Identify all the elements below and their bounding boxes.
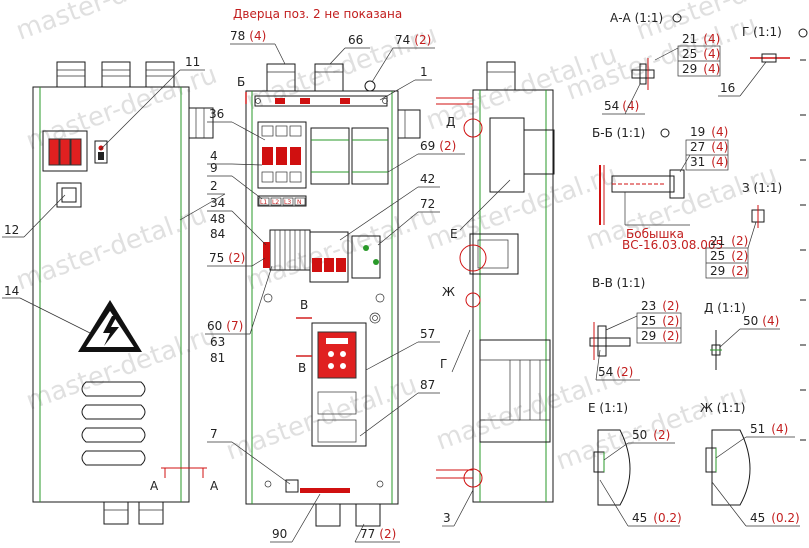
section-vv: В-В (1:1) 23(2) 25(2) 29(2) 54(2) (589, 276, 682, 381)
callout-78: 78(4) (230, 29, 266, 43)
zh-item: 51(4) (750, 422, 788, 436)
callout-87: 87 (420, 378, 435, 392)
callout-84: 84 (210, 227, 225, 241)
callout-63: 63 (210, 335, 225, 349)
callout-2: 2 (210, 179, 218, 193)
breaker-label: N (297, 199, 302, 206)
boss-code: ВС-16.03.08.005 (622, 238, 723, 252)
breaker-label: L1 (260, 199, 267, 206)
callout-81: 81 (210, 351, 225, 365)
callout-72: 72 (420, 197, 435, 211)
bb-row: 31(4) (690, 155, 728, 169)
section-title: В-В (1:1) (592, 276, 645, 290)
vv-extra: 54(2) (598, 365, 633, 379)
interior-view: L1 L2 L3 N В В (179, 29, 465, 543)
breaker-label: L2 (272, 199, 279, 206)
callout-7: 7 (210, 427, 218, 441)
vv-row: 29(2) (641, 329, 679, 343)
callout-66: 66 (348, 33, 363, 47)
z-row: 25(2) (710, 249, 748, 263)
callout-74: 74(2) (395, 33, 431, 47)
callout-36: 36 (209, 107, 224, 121)
cable-gland (56, 61, 175, 88)
section-zh: Ж (1:1) 51(4) 45(0.2) (700, 401, 800, 527)
section-z: З (1:1) 21(2) 25(2) 29(2) (705, 181, 782, 279)
section-bb: Б-Б (1:1) 19(4) 27(4) 31(4) Бобышка ВС-1… (592, 125, 729, 252)
callout-34: 34 (210, 196, 225, 210)
bb-row: 27(4) (690, 140, 728, 154)
border-marks (800, 59, 806, 441)
section-g: Г (1:1) 16 (718, 25, 808, 97)
section-mark-e: Е (450, 227, 458, 241)
e-item: 50(2) (632, 428, 670, 442)
section-title: Б-Б (1:1) (592, 126, 645, 140)
aa-row: 29(4) (682, 62, 720, 76)
section-mark-v: В (300, 298, 308, 312)
section-mark-b: Б (237, 75, 245, 89)
callout-12: 12 (4, 223, 19, 237)
callout-1: 1 (420, 65, 428, 79)
breaker-label: L3 (284, 199, 291, 206)
e-item: 45(0.2) (632, 511, 682, 525)
aa-extra: 54(4) (604, 99, 639, 113)
callout-14: 14 (4, 284, 19, 298)
header-note: Дверца поз. 2 не показана (233, 7, 402, 21)
section-d: Д (1:1) 50(4) (704, 301, 780, 370)
callout-48: 48 (210, 212, 225, 226)
zh-item: 45(0.2) (750, 511, 800, 525)
z-row: 29(2) (710, 264, 748, 278)
front-view-door: A A 11 12 14 (2, 55, 219, 525)
section-mark-d: Д (446, 115, 455, 129)
watermark: master-detal.ru (12, 0, 211, 47)
aa-row: 25(4) (682, 47, 720, 61)
section-title: Е (1:1) (588, 401, 628, 415)
callout-9: 9 (210, 161, 218, 175)
d-item: 50(4) (743, 314, 779, 328)
callout-60: 60(7) (207, 319, 243, 333)
section-e: Е (1:1) 50(2) 45(0.2) (588, 401, 682, 527)
callout-11: 11 (185, 55, 200, 69)
section-title: Ж (1:1) (700, 401, 745, 415)
section-mark-v: В (298, 361, 306, 375)
aa-row: 21(4) (682, 32, 720, 46)
section-mark-zh: Ж (442, 285, 455, 299)
side-view: Д Е Ж Г 3 (436, 61, 555, 527)
section-aa: А-А (1:1) 21(4) 25(4) 29(4) 54(4) (602, 11, 721, 115)
g-item: 16 (720, 81, 735, 95)
boss-title: Бобышка (626, 227, 684, 241)
section-mark-g: Г (440, 357, 447, 371)
callout-3: 3 (443, 511, 451, 525)
z-row: 21(2) (710, 234, 748, 248)
callout-42: 42 (420, 172, 435, 186)
callout-75: 75(2) (209, 251, 245, 265)
vv-row: 25(2) (641, 314, 679, 328)
section-title: З (1:1) (742, 181, 782, 195)
bb-row: 19(4) (690, 125, 728, 139)
section-title: Г (1:1) (742, 25, 782, 39)
section-title: Д (1:1) (704, 301, 746, 315)
callout-69: 69(2) (420, 139, 456, 153)
section-mark-a: A (210, 479, 219, 493)
callout-90: 90 (272, 527, 287, 541)
vv-row: 23(2) (641, 299, 679, 313)
callout-77: 77(2) (360, 527, 396, 541)
section-title: А-А (1:1) (610, 11, 663, 25)
callout-4: 4 (210, 149, 218, 163)
section-mark-a: A (150, 479, 159, 493)
callout-57: 57 (420, 327, 435, 341)
